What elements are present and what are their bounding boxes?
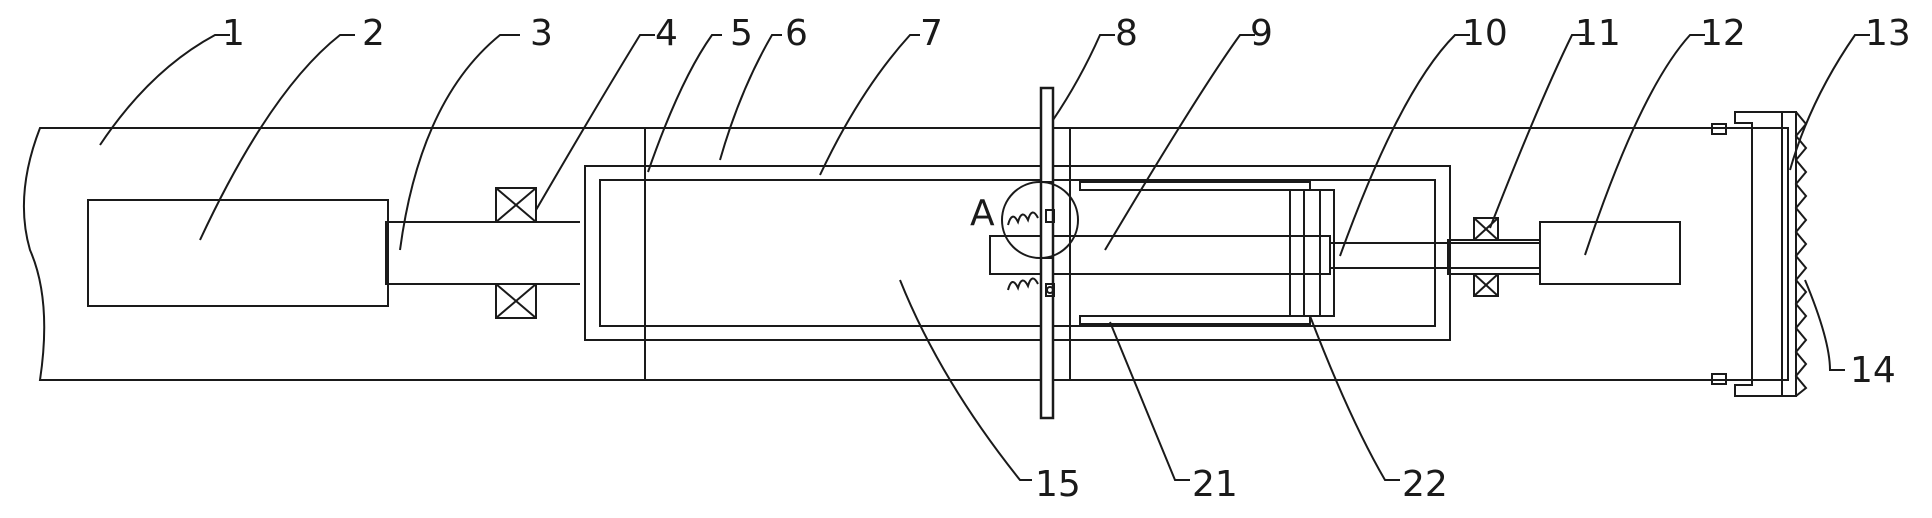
- drive-shaft: [1329, 242, 1541, 269]
- right-cavity: [1069, 165, 1451, 341]
- label-14: 14: [1850, 350, 1896, 391]
- label-9: 9: [1250, 13, 1273, 54]
- part-labels: 1 2 3 4 5 6 7 8 9 10 11 12 13 14 15 21 2…: [222, 13, 1911, 505]
- inner-sleeve-cavity: [580, 166, 646, 340]
- motor-cavity: [87, 199, 389, 307]
- leader-lines: [99, 34, 1870, 481]
- label-21: 21: [1192, 464, 1238, 505]
- shaft-channel: [385, 221, 587, 285]
- end-cap: [1711, 111, 1808, 397]
- seal-top: [1711, 123, 1727, 135]
- label-1: 1: [222, 13, 245, 54]
- seal-bottom: [1711, 373, 1727, 385]
- label-2: 2: [362, 13, 385, 54]
- label-11: 11: [1575, 13, 1621, 54]
- label-12: 12: [1700, 13, 1746, 54]
- label-detail-a: A: [970, 193, 995, 234]
- guide-rails: [1079, 181, 1311, 325]
- blade: [1039, 86, 1055, 420]
- label-15: 15: [1035, 464, 1081, 505]
- left-bearing: [495, 187, 537, 319]
- right-motor-cavity: [1539, 221, 1681, 285]
- label-13: 13: [1865, 13, 1911, 54]
- label-6: 6: [785, 13, 808, 54]
- detail-a: [1001, 181, 1079, 297]
- label-3: 3: [530, 13, 553, 54]
- label-5: 5: [730, 13, 753, 54]
- right-bearing: [1473, 217, 1499, 297]
- left-housing: [22, 127, 646, 381]
- label-10: 10: [1462, 13, 1508, 54]
- label-22: 22: [1402, 464, 1448, 505]
- label-4: 4: [655, 13, 678, 54]
- label-7: 7: [920, 13, 943, 54]
- outer-sleeve: [584, 165, 1451, 341]
- slider-plate: [1289, 189, 1335, 317]
- label-8: 8: [1115, 13, 1138, 54]
- end-cap-block: [1781, 111, 1797, 397]
- sleeve-cavity: [599, 179, 1436, 327]
- cutting-teeth: [1794, 111, 1808, 397]
